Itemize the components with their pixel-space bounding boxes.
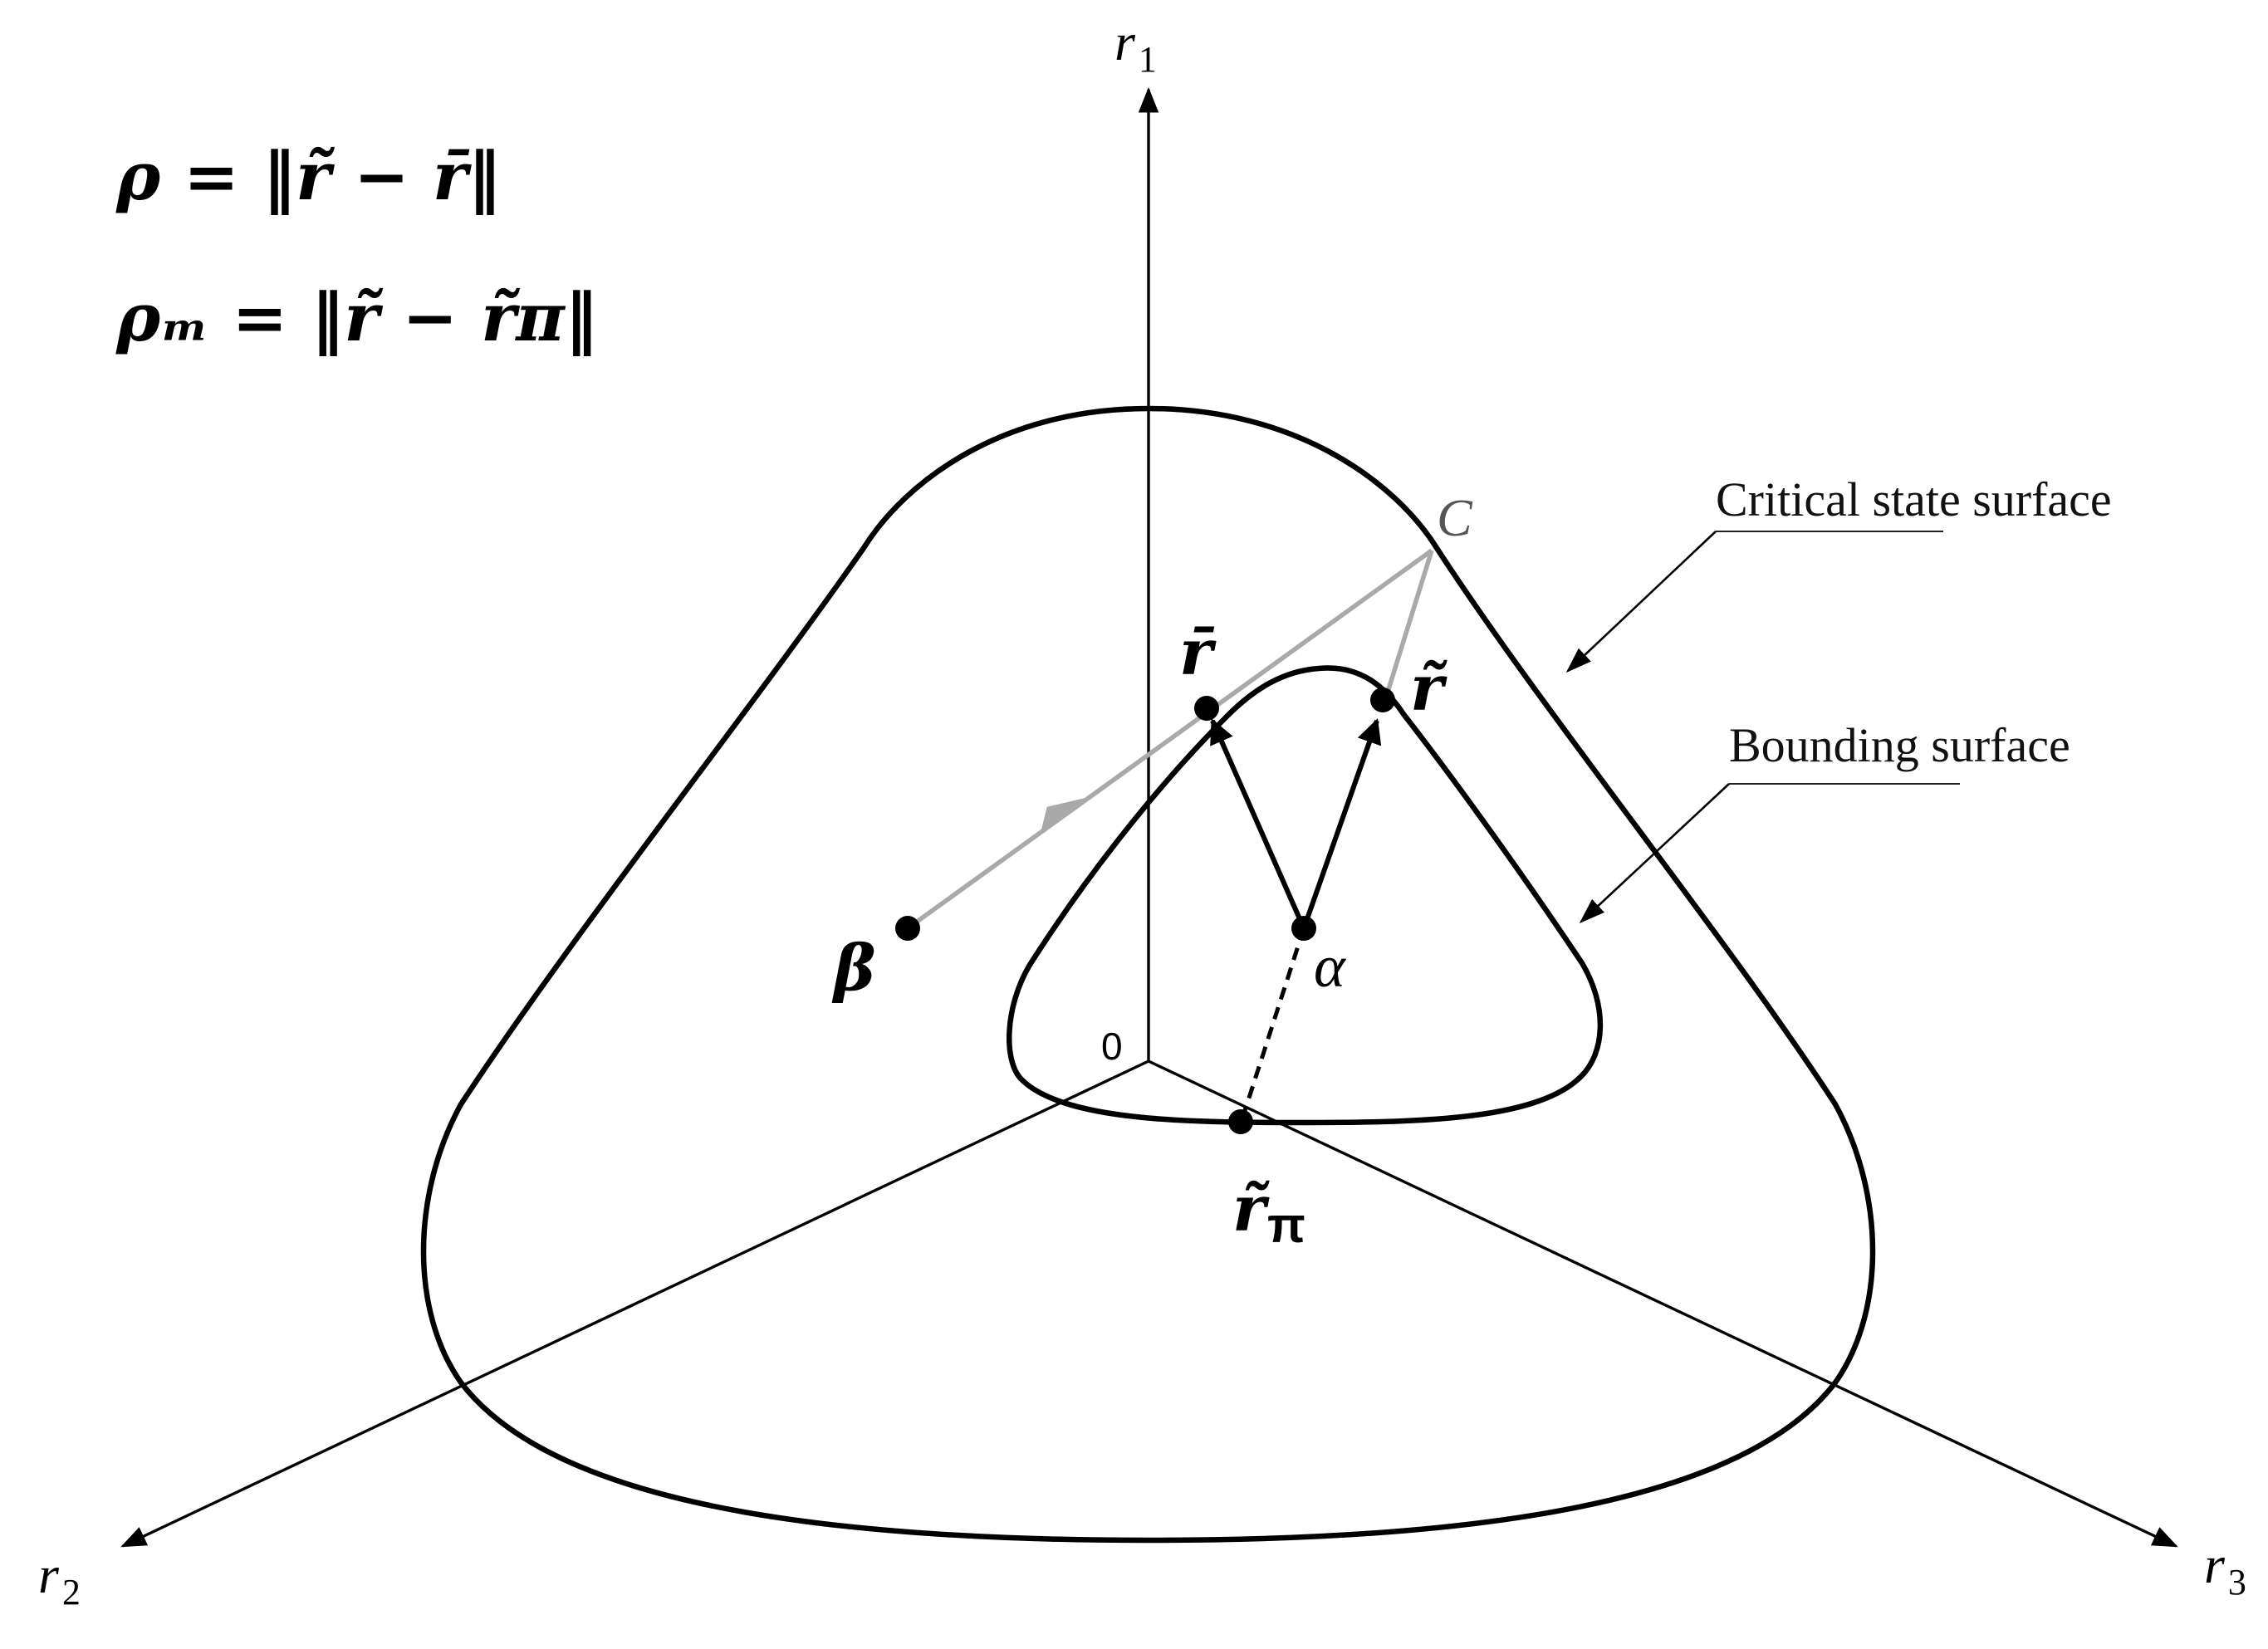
vector-alpha-to-r-tilde — [1301, 718, 1382, 929]
point-alpha — [1291, 916, 1316, 941]
bounding-surface-label: Bounding surface — [1729, 718, 2070, 772]
equation-rho: ρ = ‖r̃ − r̄‖ — [115, 137, 501, 216]
label-r-bar: r̄ — [1179, 615, 1217, 689]
bounding-surface-leader — [1579, 783, 1730, 924]
bounding-surface-curve — [1007, 665, 1604, 1126]
critical-state-surface-curve — [420, 405, 1876, 1544]
point-beta — [895, 916, 920, 941]
critical-state-surface-leader — [1565, 531, 1717, 673]
label-r-pi: r̃π — [1232, 1172, 1305, 1253]
point-r-pi — [1228, 1109, 1253, 1134]
dashed-line-alpha-to-r-pi — [1239, 927, 1306, 1122]
point-r-bar — [1194, 696, 1219, 721]
point-r-tilde — [1370, 687, 1395, 712]
axis-label-r2: r2 — [38, 1545, 81, 1612]
equation-rho-m: ρₘ = ‖r̃ − r̃π‖ — [115, 278, 598, 357]
label-r-tilde: r̃ — [1410, 651, 1448, 725]
projection-direction-arrowhead — [1040, 797, 1088, 834]
critical-state-surface-label: Critical state surface — [1716, 472, 2112, 526]
axis-label-r1: r1 — [1114, 12, 1157, 80]
label-alpha: α — [1314, 933, 1346, 1000]
vector-alpha-to-r-bar — [1210, 718, 1306, 930]
label-beta: β — [831, 931, 875, 1005]
projection-line-beta-to-c — [906, 548, 1433, 931]
label-c: C — [1437, 488, 1473, 547]
axis-r2 — [120, 1059, 1149, 1548]
axis-label-r3: r3 — [2204, 1535, 2246, 1603]
axis-r3 — [1148, 1059, 2178, 1548]
projection-line-c-to-r-tilde — [1383, 550, 1434, 701]
origin-label: 0 — [1101, 1025, 1123, 1068]
